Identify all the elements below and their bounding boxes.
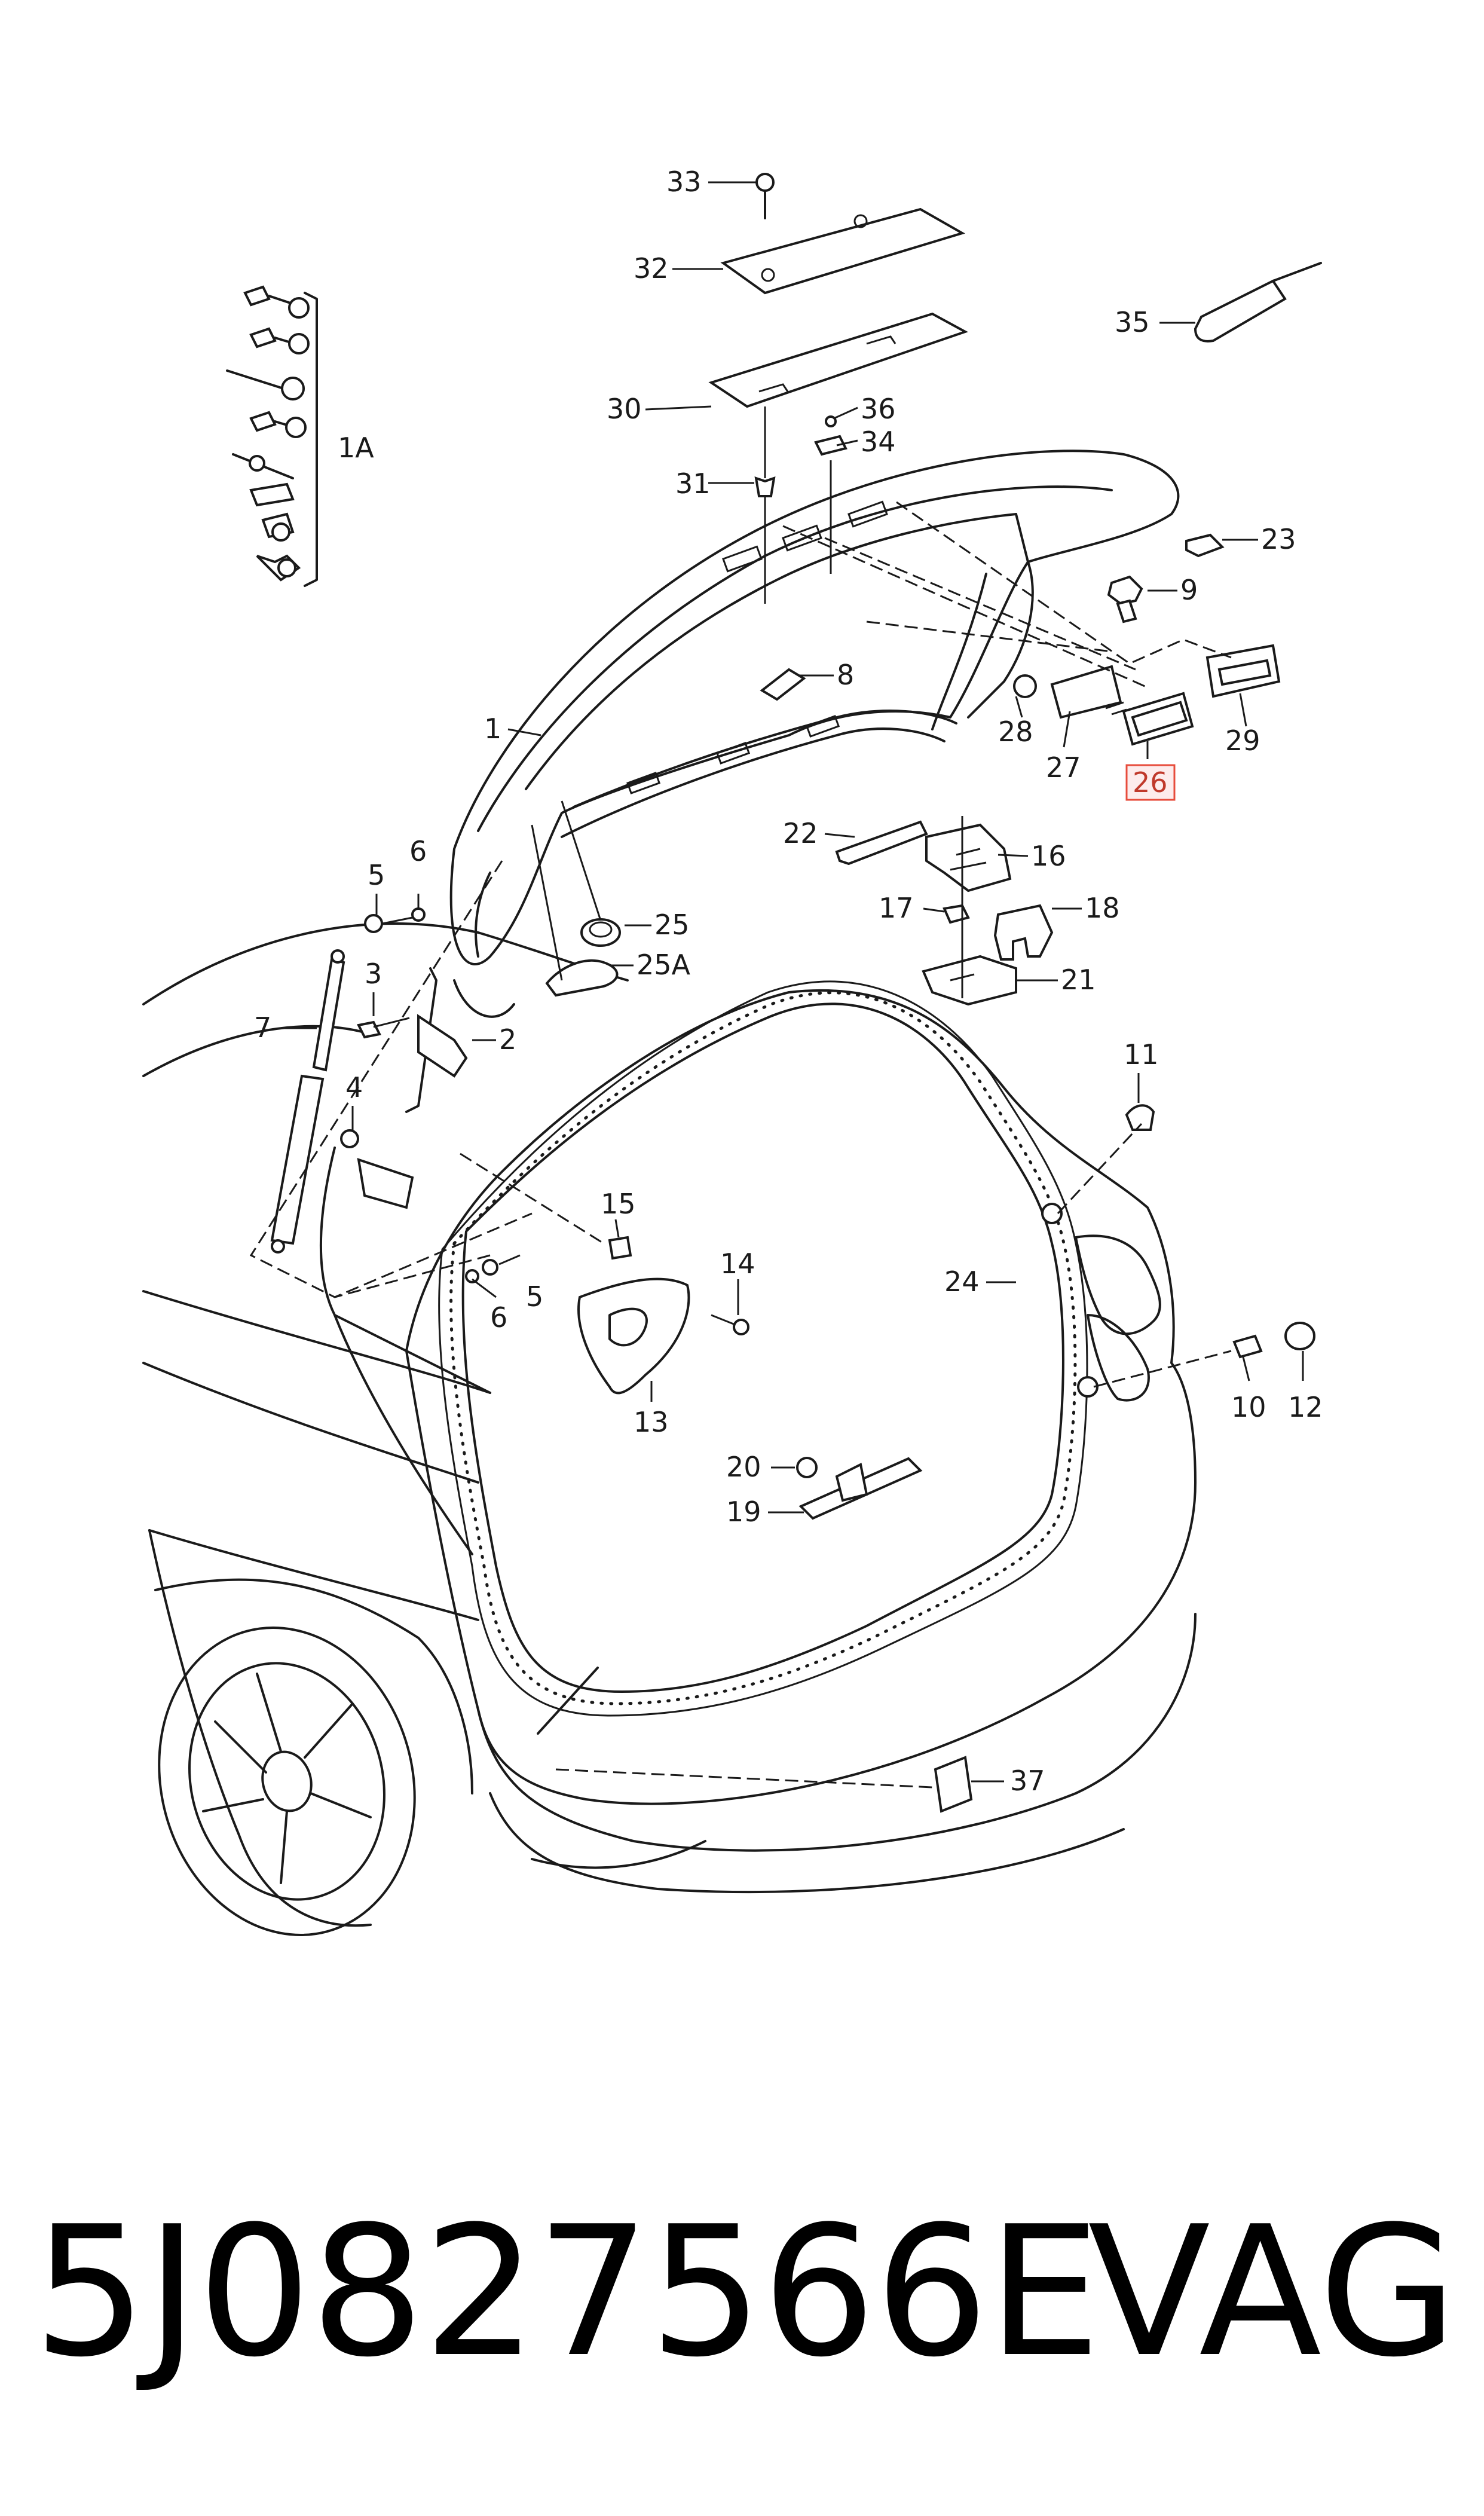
side-trim-parts <box>577 1236 749 1395</box>
callout-5-upper: 5 <box>368 859 385 891</box>
callout-8: 8 <box>837 659 854 691</box>
callout-20: 20 <box>726 1451 761 1483</box>
callout-36: 36 <box>861 393 896 425</box>
callout-31: 31 <box>675 467 711 500</box>
callout-4: 4 <box>345 1071 363 1103</box>
callout-27: 27 <box>1046 751 1081 784</box>
right-electrical-parts <box>1013 533 1281 746</box>
leader-lines <box>281 181 1304 1783</box>
callout-3: 3 <box>365 958 382 990</box>
callout-30: 30 <box>607 393 642 425</box>
callout-33: 33 <box>666 166 702 198</box>
callout-23: 23 <box>1261 523 1296 555</box>
brand-name: VAG <box>1088 2188 1458 2396</box>
label-8 <box>760 668 806 701</box>
tailgate-panel <box>449 450 1180 1018</box>
bolt-group-1A <box>226 285 318 587</box>
callout-1A: 1A <box>338 432 374 464</box>
grommets <box>531 800 621 997</box>
callout-24: 24 <box>944 1265 980 1298</box>
upper-parts <box>708 173 968 604</box>
callout-21: 21 <box>1061 964 1096 996</box>
callout-2: 2 <box>499 1023 516 1056</box>
callout-11: 11 <box>1124 1038 1159 1071</box>
assembly-lines <box>249 501 1232 1789</box>
callout-37: 37 <box>1010 1765 1045 1797</box>
callout-18: 18 <box>1085 892 1120 924</box>
callout-5-lower: 5 <box>526 1280 543 1313</box>
callout-28: 28 <box>998 716 1033 748</box>
callout-17: 17 <box>879 892 914 924</box>
callout-29: 29 <box>1225 724 1260 757</box>
callout-26: 26 <box>1133 766 1168 799</box>
part-number: 5J0827566E <box>33 2188 1101 2396</box>
callout-16: 16 <box>1031 840 1066 872</box>
callout-32: 32 <box>634 252 669 285</box>
striker-plate <box>796 1457 923 1520</box>
callout-13: 13 <box>634 1406 669 1438</box>
right-clips <box>1041 1104 1315 1398</box>
callout-34: 34 <box>861 426 896 458</box>
sealant-tube <box>1194 262 1322 343</box>
callout-12: 12 <box>1288 1391 1323 1423</box>
callout-6-lower: 6 <box>490 1301 507 1334</box>
callout-26-highlight <box>1125 764 1176 801</box>
callout-14: 14 <box>720 1248 755 1280</box>
exploded-parts-diagram: 33 32 30 31 36 34 35 23 9 28 27 26 29 1A… <box>142 166 1323 1936</box>
callout-9: 9 <box>1180 574 1198 606</box>
callout-7: 7 <box>254 1011 271 1044</box>
callout-10: 10 <box>1231 1391 1266 1423</box>
callout-19: 19 <box>726 1496 761 1528</box>
callout-6-upper: 6 <box>409 835 427 867</box>
lock-assembly <box>835 816 1054 1006</box>
callout-15: 15 <box>601 1188 636 1220</box>
callout-22: 22 <box>783 817 818 849</box>
gas-strut-and-hinge <box>270 907 521 1283</box>
callout-35: 35 <box>1115 306 1150 338</box>
callout-1: 1 <box>484 713 501 745</box>
label-37 <box>934 1756 973 1813</box>
callout-25A: 25A <box>637 949 691 981</box>
callout-labels: 33 32 30 31 36 34 35 23 9 28 27 26 29 1A… <box>254 166 1323 1797</box>
callout-25: 25 <box>654 909 690 941</box>
car-body-outline <box>142 922 1197 1936</box>
